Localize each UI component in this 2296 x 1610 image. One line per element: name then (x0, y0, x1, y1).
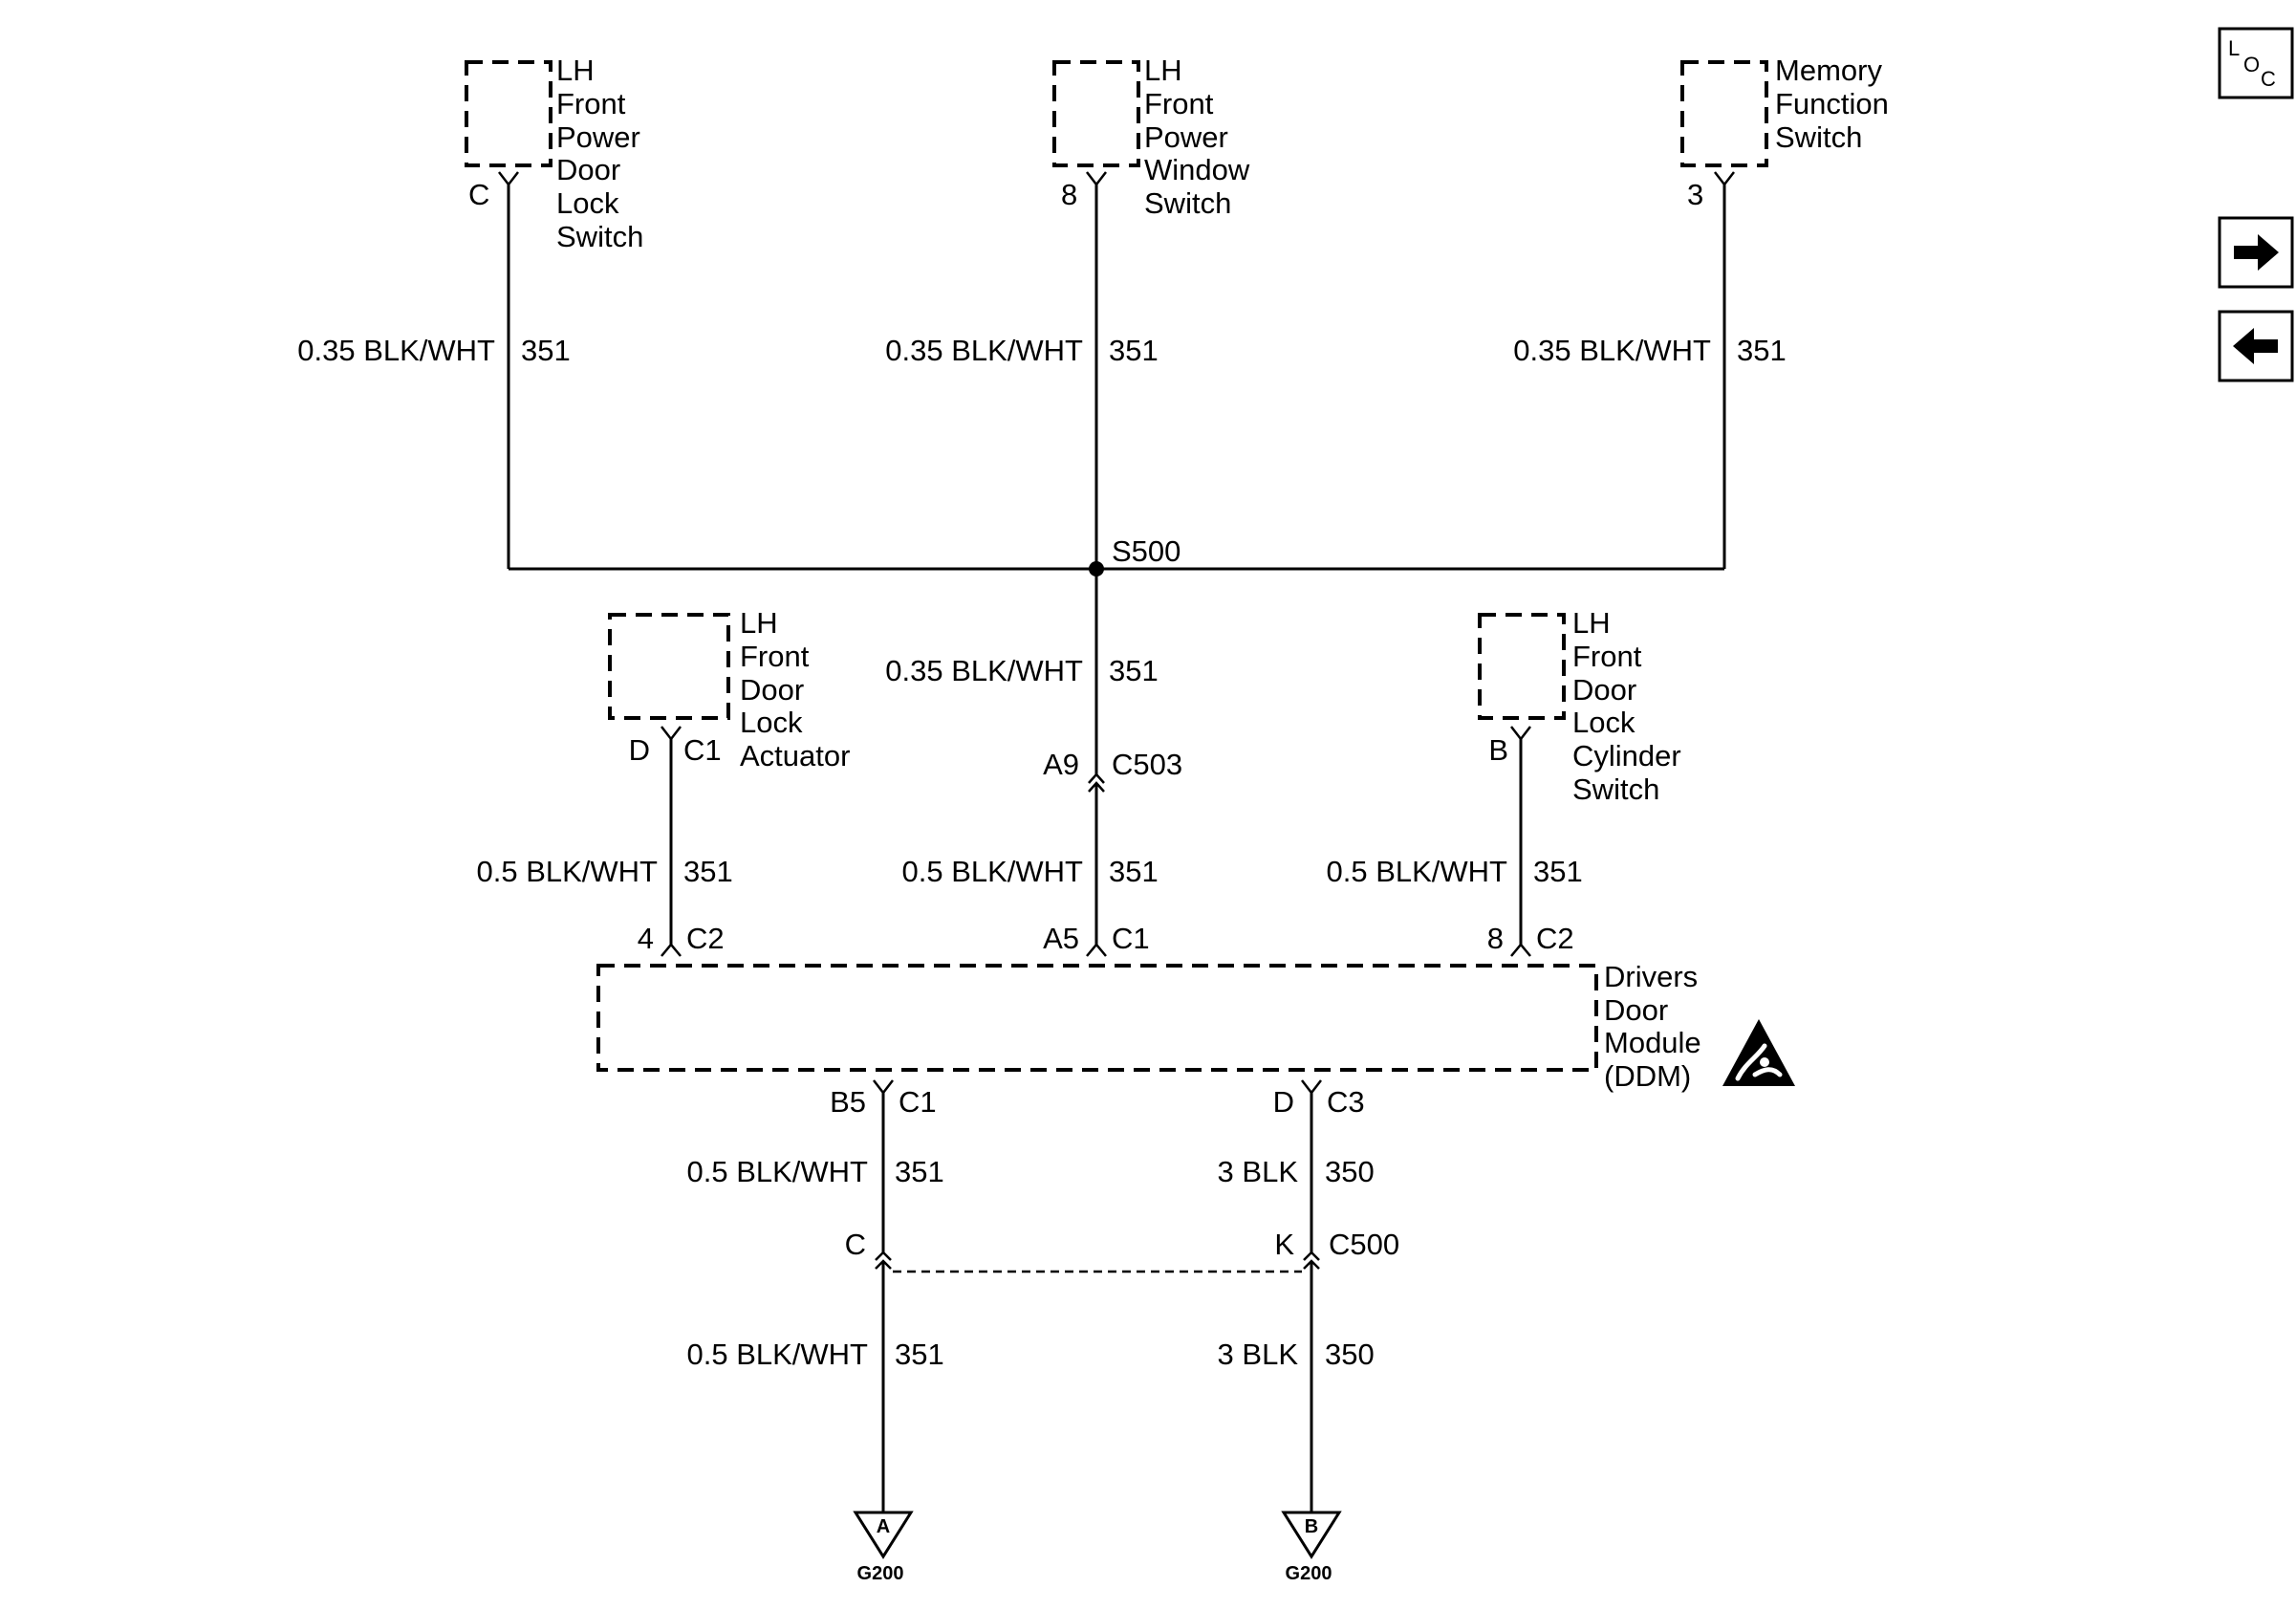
pin-label: A5 (1043, 922, 1079, 955)
circuit-number: 350 (1325, 1338, 1375, 1371)
component-label: LH (556, 54, 595, 87)
component-label: (DDM) (1604, 1059, 1691, 1093)
connector-label: C1 (1112, 922, 1150, 955)
component-label: Memory (1775, 54, 1882, 87)
component-label: Front (1572, 640, 1642, 673)
component-label: Door (556, 153, 620, 186)
terminal (1510, 943, 1531, 957)
component-label: Switch (1144, 186, 1231, 220)
pin-label: D (1273, 1085, 1294, 1119)
component-label: Door (1572, 673, 1636, 707)
forward-button[interactable] (2218, 216, 2294, 289)
connector-label: C3 (1327, 1085, 1365, 1119)
circuit-number: 351 (1737, 334, 1787, 367)
ground-g200-b[interactable]: B G200 (1281, 1511, 1342, 1584)
connector-label: C1 (899, 1085, 937, 1119)
component-label: Window (1144, 153, 1250, 186)
wire-color-label: 3 BLK (1218, 1338, 1299, 1371)
component-label: Lock (740, 706, 803, 739)
component-label: Door (1604, 993, 1668, 1027)
connector-label: C503 (1112, 748, 1182, 781)
ground-letter: A (877, 1516, 890, 1537)
component-label: Lock (1572, 706, 1635, 739)
back-button[interactable] (2218, 310, 2294, 382)
pin-label: C (845, 1228, 866, 1261)
ground-label: G200 (857, 1563, 904, 1584)
component-label: LH (740, 606, 778, 640)
wire-color-label: 0.5 BLK/WHT (687, 1338, 869, 1371)
left-arrow-icon (2233, 328, 2278, 364)
component-label: LH (1572, 606, 1611, 640)
component-label: Drivers (1604, 960, 1698, 993)
circuit-number: 351 (1109, 334, 1159, 367)
ground-letter: B (1305, 1516, 1318, 1537)
lh-front-door-lock-actuator[interactable]: LH Front Door Lock Actuator (608, 606, 850, 772)
component-label: LH (1144, 54, 1182, 87)
memory-function-switch[interactable]: Memory Function Switch (1680, 54, 1889, 167)
splice-label: S500 (1112, 534, 1180, 568)
component-label: Lock (556, 186, 619, 220)
wire-color-label: 0.5 BLK/WHT (1327, 855, 1508, 888)
loc-letter: O (2243, 53, 2260, 76)
wire-color-label: 0.35 BLK/WHT (1513, 334, 1711, 367)
wire-color-label: 0.35 BLK/WHT (885, 654, 1083, 687)
circuit-number: 351 (895, 1155, 944, 1188)
circuit-number: 351 (683, 855, 733, 888)
component-label: Front (1144, 87, 1214, 120)
circuit-number: 351 (521, 334, 571, 367)
pin-label: D (629, 733, 650, 767)
connector-label: C2 (1536, 922, 1574, 955)
circuit-number: 351 (895, 1338, 944, 1371)
component-label: Door (740, 673, 804, 707)
circuit-number: 351 (1533, 855, 1583, 888)
wire-color-label: 0.5 BLK/WHT (902, 855, 1084, 888)
component-label: Switch (1572, 772, 1659, 806)
pin-label: C (468, 178, 489, 211)
lh-front-power-door-lock-switch[interactable]: LH Front Power Door Lock Switch (465, 54, 643, 253)
connector-label: C500 (1329, 1228, 1399, 1261)
component-label: Switch (556, 220, 643, 253)
pin-label: 8 (1487, 922, 1504, 955)
lh-front-power-window-switch[interactable]: LH Front Power Window Switch (1052, 54, 1250, 220)
pin-label: 3 (1687, 178, 1703, 211)
component-label: Actuator (740, 739, 850, 772)
connector-label: C1 (683, 733, 722, 767)
location-button[interactable]: L O C (2218, 27, 2294, 99)
component-label: Switch (1775, 120, 1862, 154)
ground-g200-a[interactable]: A G200 (853, 1511, 914, 1584)
circuit-number: 350 (1325, 1155, 1375, 1188)
pin-label: B5 (830, 1085, 866, 1119)
connector-label: C2 (686, 922, 725, 955)
component-label: Front (740, 640, 810, 673)
lh-front-door-lock-cylinder-switch[interactable]: LH Front Door Lock Cylinder Switch (1478, 606, 1681, 806)
drivers-door-module[interactable]: Drivers Door Module (DDM) (596, 960, 1701, 1093)
right-arrow-icon (2234, 234, 2279, 271)
wire-color-label: 3 BLK (1218, 1155, 1299, 1188)
wire-color-label: 0.35 BLK/WHT (297, 334, 495, 367)
pin-label: K (1274, 1228, 1294, 1261)
pin-label: 4 (638, 922, 654, 955)
terminal (661, 943, 682, 957)
loc-letter: C (2261, 67, 2276, 91)
wire-color-label: 0.35 BLK/WHT (885, 334, 1083, 367)
component-label: Power (556, 120, 640, 154)
component-label: Function (1775, 87, 1889, 120)
wire-color-label: 0.5 BLK/WHT (477, 855, 659, 888)
pin-label: 8 (1061, 178, 1077, 211)
terminal (1086, 943, 1107, 957)
esd-warning-icon (1722, 1019, 1795, 1086)
circuit-number: 351 (1109, 855, 1159, 888)
circuit-number: 351 (1109, 654, 1159, 687)
component-label: Front (556, 87, 626, 120)
ground-label: G200 (1286, 1563, 1332, 1584)
pin-label: B (1488, 733, 1508, 767)
component-label: Power (1144, 120, 1228, 154)
component-label: Cylinder (1572, 739, 1681, 772)
component-label: Module (1604, 1026, 1701, 1059)
loc-letter: L (2228, 36, 2240, 60)
wire-color-label: 0.5 BLK/WHT (687, 1155, 869, 1188)
pin-label: A9 (1043, 748, 1079, 781)
